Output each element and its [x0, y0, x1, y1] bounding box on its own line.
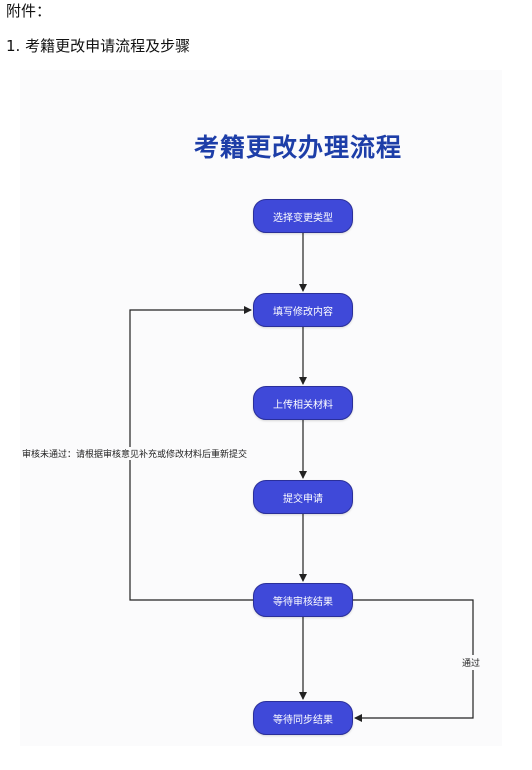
step-fill-modification: 填写修改内容 — [253, 293, 353, 327]
step-await-sync: 等待同步结果 — [253, 701, 353, 735]
attachment-label: 附件： — [6, 2, 52, 20]
step-await-review: 等待审核结果 — [253, 583, 353, 617]
step-submit-application: 提交申请 — [253, 480, 353, 514]
step-upload-materials: 上传相关材料 — [253, 386, 353, 420]
step-select-change-type: 选择变更类型 — [253, 199, 353, 233]
pass-connector — [353, 599, 474, 722]
flowchart-title: 考籍更改办理流程 — [193, 133, 402, 162]
section-heading: 1. 考籍更改申请流程及步骤 — [6, 37, 191, 55]
loop-back-label: 审核未通过：请根据审核意见补充或修改材料后重新提交 — [22, 447, 248, 460]
pass-label: 通过 — [461, 655, 482, 670]
